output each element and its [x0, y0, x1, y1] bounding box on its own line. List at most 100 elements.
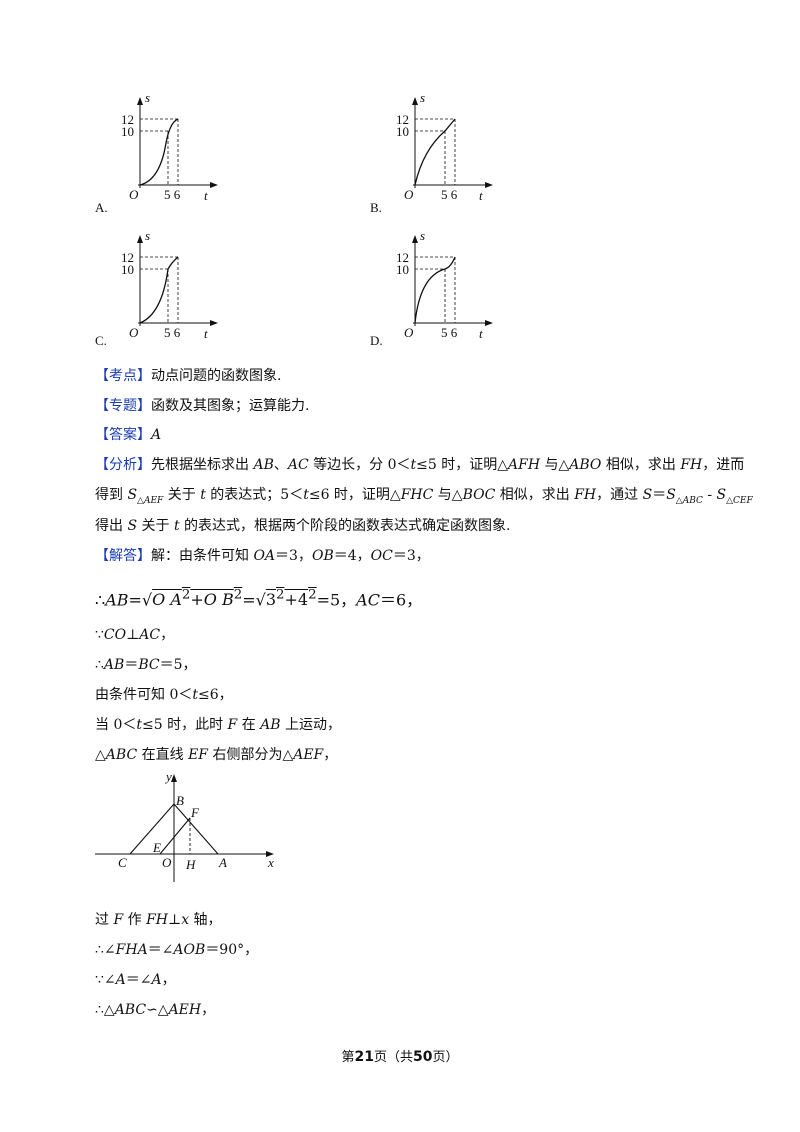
- daan-tag: 【答案】: [95, 427, 151, 443]
- jieda-tag: 【解答】: [95, 548, 151, 564]
- origin-label: O: [404, 187, 414, 202]
- t: AC: [287, 457, 309, 473]
- t: ＝3，: [392, 548, 430, 564]
- t: OB: [311, 548, 334, 564]
- t: ≤5 时，此时: [142, 717, 228, 733]
- t: ＝∠: [147, 942, 174, 958]
- t: 2: [233, 588, 243, 603]
- t: ≤6 时，证明△: [308, 487, 401, 503]
- t: 当 0＜: [95, 717, 137, 733]
- t: 相似，求出: [495, 487, 575, 503]
- fig-f-label: F: [190, 805, 200, 820]
- t: 先根据坐标求出: [151, 457, 254, 473]
- fenxi-line-1: 【分析】先根据坐标求出 AB、AC 等边长，分 0＜t≤5 时，证明△AFH 与…: [95, 455, 744, 475]
- footer-c: 页）: [432, 1050, 459, 1065]
- jieda-line-6: 当 0＜t≤5 时，此时 F 在 AB 上运动，: [95, 715, 710, 735]
- tick-12: 12: [396, 112, 409, 127]
- t: FH: [146, 912, 169, 928]
- t: △CEF: [726, 495, 753, 506]
- t: AOB: [173, 942, 206, 958]
- s-axis-label: s: [145, 228, 150, 243]
- t: ⊥: [168, 912, 182, 928]
- graph-option-a: s 12 10 O 5 6 t: [100, 88, 230, 203]
- t: AC: [139, 627, 161, 643]
- jieda-line-11: ∴△ABC∽△AEH，: [95, 1000, 710, 1020]
- origin-label: O: [129, 325, 139, 340]
- t: 与△: [433, 487, 463, 503]
- t: +4: [284, 590, 309, 610]
- fig-b-label: B: [176, 793, 184, 808]
- fig-o-label: O: [162, 855, 172, 870]
- t: OA: [253, 548, 276, 564]
- t: +O B: [190, 590, 234, 610]
- t: t: [410, 457, 417, 473]
- t: CO: [103, 627, 127, 643]
- t: OC: [370, 548, 393, 564]
- t: A: [115, 972, 126, 988]
- t: ＝: [652, 487, 667, 503]
- jieda-line-7: △ABC 在直线 EF 右侧部分为△AEF，: [95, 745, 710, 765]
- fenxi-tag: 【分析】: [95, 457, 151, 473]
- t: 解：由条件可知: [151, 548, 254, 564]
- t: △: [95, 747, 106, 763]
- t: ABC: [105, 747, 138, 763]
- t: ∴△: [95, 1002, 115, 1018]
- t: ＝: [124, 657, 139, 673]
- jieda-line-9: ∴∠FHA＝∠AOB＝90°，: [95, 940, 710, 960]
- t: ，: [323, 747, 338, 763]
- fig-e-label: E: [152, 840, 161, 855]
- t: ＝90°，: [205, 942, 259, 958]
- t: ＝3，: [275, 548, 312, 564]
- triangle-figure: y x B F E O H C A: [90, 769, 280, 885]
- t: 的表达式，根据两个阶段的函数表达式确定函数图象.: [179, 518, 511, 534]
- t: 由条件可知 0＜: [95, 687, 193, 703]
- t: ，进而: [702, 457, 745, 473]
- t: 关于: [163, 487, 201, 503]
- t: ∵∠: [95, 972, 116, 988]
- tick-12: 12: [396, 250, 409, 265]
- t: 2: [181, 588, 191, 603]
- jieda-line-10: ∵∠A＝∠A，: [95, 970, 710, 990]
- t: F: [227, 717, 238, 733]
- x-ticks: 5 6: [441, 325, 458, 340]
- jieda-line-1: 【解答】解：由条件可知 OA＝3，OB＝4，OC＝3，: [95, 546, 710, 566]
- t: 的表达式；5＜: [205, 487, 304, 503]
- footer-a: 第: [341, 1050, 355, 1065]
- s-axis-label: s: [420, 90, 425, 105]
- t: 得出: [95, 518, 128, 534]
- jieda-line-3: ∵CO⊥AC，: [95, 625, 710, 645]
- t: AFH: [508, 457, 541, 473]
- t: ⊥: [126, 627, 140, 643]
- fig-a-label: A: [218, 855, 227, 870]
- t: =5，: [316, 590, 357, 610]
- jieda-line-2-ab: ∴AB=√O A2+O B2=√32+42=5，AC＝6，: [95, 586, 710, 610]
- kaodian-text: 动点问题的函数图象.: [151, 368, 282, 384]
- t: AC: [356, 590, 380, 610]
- t: S: [716, 487, 727, 503]
- t: FHC: [400, 487, 434, 503]
- jieda-line-8: 过 F 作 FH⊥x 轴，: [95, 910, 710, 930]
- t: 关于: [137, 518, 174, 534]
- footer-b: 页（共: [373, 1050, 413, 1065]
- option-c-label: C.: [95, 333, 107, 348]
- fig-h-label: H: [185, 857, 196, 872]
- t: AB: [103, 657, 125, 673]
- t: S: [666, 487, 676, 503]
- t: △ABC: [675, 495, 703, 506]
- t: t: [173, 518, 180, 534]
- origin-label: O: [404, 325, 414, 340]
- t: S: [127, 487, 138, 503]
- t: AEF: [293, 747, 324, 763]
- t: t: [303, 487, 309, 503]
- t: 在: [237, 717, 261, 733]
- t-axis-label: t: [204, 326, 208, 341]
- t: 2: [276, 588, 285, 603]
- t: ∽△: [146, 1002, 169, 1018]
- t: AB: [253, 457, 274, 473]
- t: S: [642, 487, 653, 503]
- t: t: [192, 687, 198, 703]
- t: S: [127, 518, 138, 534]
- zhuanti-tag: 【专题】: [95, 398, 151, 414]
- t: ≤5 时，证明△: [416, 457, 508, 473]
- t: x: [181, 912, 190, 928]
